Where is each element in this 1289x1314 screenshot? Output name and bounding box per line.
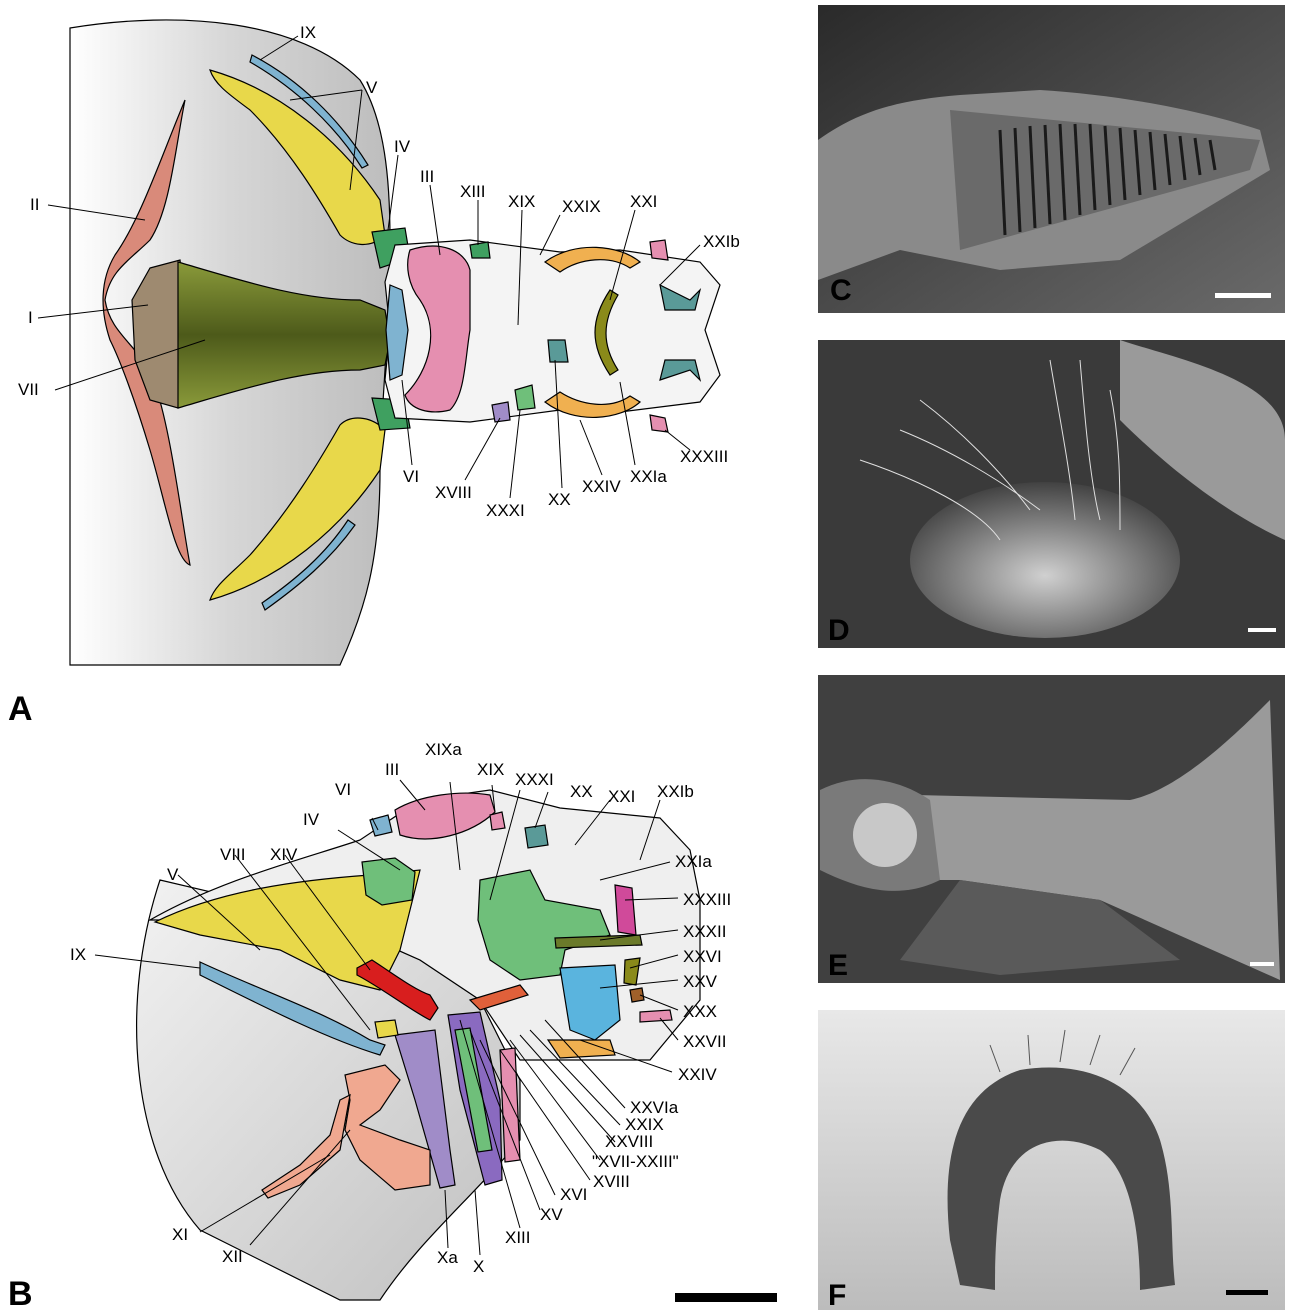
label-b-XXVI: XXVI	[683, 947, 722, 966]
label-b-XXIa: XXIa	[675, 852, 712, 871]
panel-letter-f: F	[828, 1279, 846, 1312]
sclerite-XXXIII-b	[615, 885, 636, 935]
label-b-XXIV: XXIV	[678, 1065, 717, 1084]
label-b-XXXII: XXXII	[683, 922, 726, 941]
label-b-XX: XX	[570, 782, 593, 801]
label-b-VI: VI	[335, 780, 351, 799]
label-b-XVIII: XVIII	[593, 1172, 630, 1191]
label-a-VI: VI	[403, 467, 419, 486]
label-b-XIXa: XIXa	[425, 740, 462, 759]
label-b-XXXI: XXXI	[515, 770, 554, 789]
label-b-XIV: XIV	[270, 845, 298, 864]
label-b-XXV: XXV	[683, 972, 718, 991]
label-a-V: V	[366, 78, 378, 97]
sem-panel-d	[818, 340, 1285, 648]
label-b-VIII: VIII	[220, 845, 246, 864]
scale-bar-f	[1226, 1290, 1268, 1295]
label-b-III: III	[385, 760, 399, 779]
scale-bar-c	[1215, 293, 1271, 298]
label-a-XXIa: XXIa	[630, 467, 667, 486]
label-a-XIX: XIX	[508, 192, 535, 211]
label-b-XVII-XXIII: "XVII-XXIII"	[592, 1152, 679, 1171]
panel-letter-d: D	[828, 614, 850, 647]
sclerite-XXXI-a	[515, 385, 535, 410]
label-a-VII: VII	[18, 380, 39, 399]
panel-letter-c: C	[830, 274, 852, 307]
sclerite-XX-a	[548, 340, 568, 362]
label-b-XXVII: XXVII	[683, 1032, 726, 1051]
label-a-XIII: XIII	[460, 182, 486, 201]
label-b-XXX: XXX	[683, 1002, 717, 1021]
panel-b-drawing	[137, 790, 700, 1300]
sem-panel-f	[818, 1010, 1285, 1310]
label-b-XXXIII: XXXIII	[683, 890, 731, 909]
label-b-V: V	[167, 865, 179, 884]
scale-bar-main	[675, 1293, 777, 1302]
label-a-I: I	[28, 308, 33, 327]
label-a-IX: IX	[300, 23, 316, 42]
sclerite-XXXII-b	[555, 935, 642, 948]
label-a-XXI: XXI	[630, 192, 657, 211]
label-b-XI: XI	[172, 1225, 188, 1244]
panel-letter-e: E	[828, 949, 848, 982]
label-b-XIII: XIII	[505, 1228, 531, 1247]
sclerite-XXXIII-a1	[650, 240, 668, 260]
label-a-XXIV: XXIV	[582, 477, 621, 496]
label-a-XXXI: XXXI	[486, 501, 525, 520]
label-b-XVI: XVI	[560, 1185, 587, 1204]
scale-bar-e	[1250, 962, 1274, 966]
label-a-IV: IV	[394, 137, 411, 156]
panel-a-drawing	[70, 20, 720, 665]
label-b-XV: XV	[540, 1205, 563, 1224]
label-b-IX: IX	[70, 945, 86, 964]
sclerite-XIII-a	[470, 242, 490, 258]
label-b-XIX: XIX	[477, 760, 504, 779]
sclerite-VIII-b	[375, 1020, 398, 1038]
label-b-XXI: XXI	[608, 787, 635, 806]
label-b-XXVIII: XXVIII	[605, 1132, 653, 1151]
sclerite-XVIII-a	[492, 402, 510, 422]
label-a-XX: XX	[548, 490, 571, 509]
sclerite-XXX-b	[630, 988, 644, 1002]
label-b-X: X	[473, 1257, 484, 1276]
label-a-XXIX: XXIX	[562, 197, 601, 216]
label-a-XXIb: XXIb	[703, 232, 740, 251]
label-b-XXIb: XXIb	[657, 782, 694, 801]
label-a-III: III	[420, 167, 434, 186]
sem-panel-e	[818, 675, 1285, 983]
label-b-XII: XII	[222, 1247, 243, 1266]
panel-letter-a: A	[8, 690, 33, 728]
label-a-XXXIII: XXXIII	[680, 447, 728, 466]
sclerite-XXXIII-a2	[650, 415, 668, 432]
sclerite-XX-b	[525, 825, 548, 848]
label-b-IV: IV	[303, 810, 320, 829]
sem-panel-c	[818, 5, 1285, 313]
label-a-XVIII: XVIII	[435, 483, 472, 502]
scale-bar-d	[1248, 628, 1276, 632]
sclerite-XXVII-b	[640, 1010, 672, 1022]
sclerite-XIX-b	[490, 812, 505, 830]
panel-letter-b: B	[8, 1275, 33, 1313]
label-b-Xa: Xa	[437, 1248, 458, 1267]
label-a-II: II	[30, 195, 39, 214]
